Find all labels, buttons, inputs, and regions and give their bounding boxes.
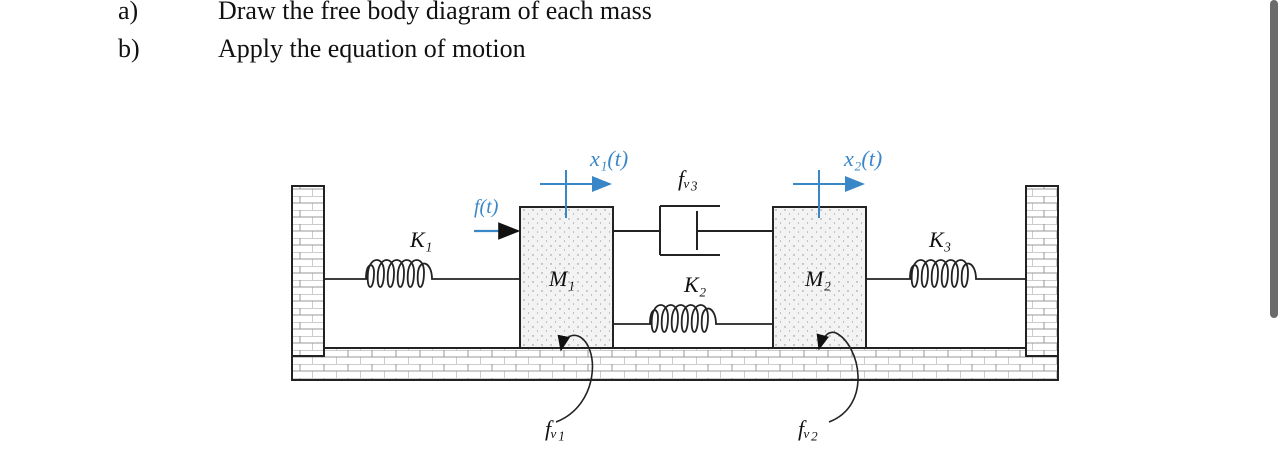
scrollbar[interactable] bbox=[1270, 0, 1278, 318]
friction-fv1-curve bbox=[555, 334, 594, 423]
ground-frame bbox=[291, 185, 1059, 381]
damper-fv3 bbox=[613, 205, 773, 256]
spring-k1 bbox=[324, 259, 520, 288]
spring-k3 bbox=[866, 259, 1026, 288]
question-b-text: Apply the equation of motion bbox=[218, 34, 526, 63]
m2-label: M₂ bbox=[804, 266, 831, 291]
question-b-label: b) bbox=[118, 34, 140, 63]
fv2-label: fᵥ₂ bbox=[798, 416, 818, 441]
k2-label: K₂ bbox=[683, 272, 707, 297]
x2-label: x₂(t) bbox=[843, 146, 882, 171]
k3-label: K₃ bbox=[928, 227, 951, 252]
x2-marker bbox=[793, 170, 865, 218]
fv1-label: fᵥ₁ bbox=[545, 416, 565, 441]
x1-label: x₁(t) bbox=[589, 146, 628, 171]
m1-label: M₁ bbox=[548, 266, 575, 291]
question-a-label: a) bbox=[118, 0, 139, 25]
friction-fv2-curve bbox=[816, 331, 859, 423]
fv3-label: fᵥ₃ bbox=[678, 166, 698, 191]
force-label: f(t) bbox=[474, 196, 499, 218]
k1-label: K₁ bbox=[409, 227, 432, 252]
x1-marker bbox=[540, 170, 612, 218]
question-a-text: Draw the free body diagram of each mass bbox=[218, 0, 652, 25]
spring-k2 bbox=[613, 304, 773, 333]
